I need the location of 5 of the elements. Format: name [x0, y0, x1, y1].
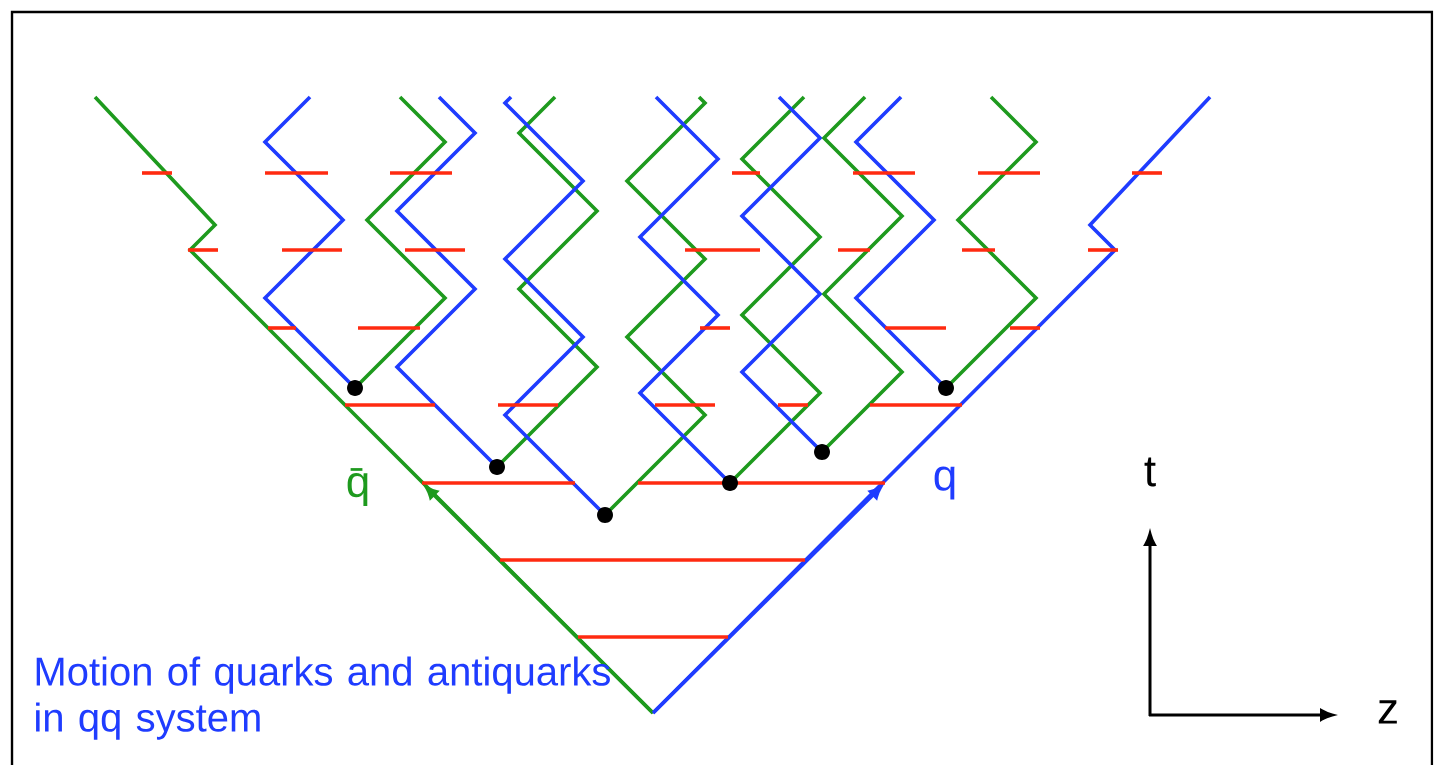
particle-label: q̄	[347, 468, 368, 506]
axis-label: t	[1144, 457, 1156, 487]
particle-label: q	[934, 466, 955, 500]
axis-label: z	[1378, 700, 1397, 724]
caption-text: Motion of quarks and antiquarks in qq system	[36, 656, 610, 740]
